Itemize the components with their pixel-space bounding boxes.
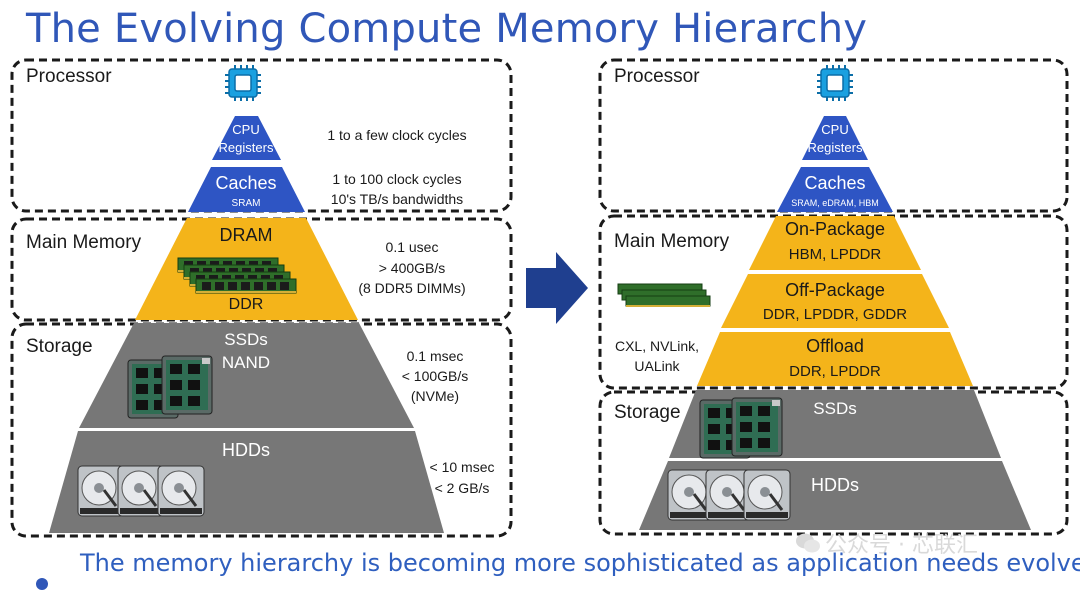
right-tier-caches [777,167,893,212]
right-offload-line2: DDR, LPDDR [789,363,881,380]
right-on-package-line1: On-Package [785,219,885,239]
left-tier-caches [188,167,305,212]
ssd-drive-icon [127,355,213,419]
right-cpu-line1: CPU [821,122,848,137]
left-processor-label: Processor [26,66,112,87]
annotation-cache-bandwidth: 10's TB/s bandwidths [331,191,463,207]
right-main-memory-region [598,214,1069,390]
right-offload-line1: Offload [806,336,864,356]
annotation-ssd-latency: 0.1 msec [407,348,464,364]
watermark: 公众号 · 芯联汇 [795,527,978,559]
wechat-icon [796,533,820,553]
left-dram-line1: DRAM [220,225,273,245]
annotation-cpu-latency: 1 to a few clock cycles [327,127,466,143]
watermark-text: 公众号 · 芯联汇 [825,533,978,558]
right-storage-label: Storage [614,402,681,423]
left-ssd-line2: NAND [222,353,270,372]
interconnect-label-line2: UALink [634,358,680,374]
right-storage-region [598,390,1069,536]
left-storage-region [10,322,513,538]
left-caches-line1: Caches [215,173,276,193]
left-cpu-line1: CPU [232,122,259,137]
right-on-package-line2: HBM, LPDDR [789,246,882,263]
hard-disk-icon [76,464,206,518]
page-title: The Evolving Compute Memory Hierarchy [26,6,868,52]
right-processor-label: Processor [614,66,700,87]
ssd-drive-icon [699,397,783,459]
right-tier-ssd [669,390,1001,458]
right-off-package-line1: Off-Package [785,280,885,300]
left-caches-line2: SRAM [232,198,261,209]
dram-module-icon [177,257,297,294]
bottom-caption: The memory hierarchy is becoming more so… [80,549,1080,577]
cpu-chip-icon [224,64,262,102]
left-tier-dram [135,218,358,320]
right-arrow-icon [526,252,588,324]
annotation-dram-latency: 0.1 usec [386,239,439,255]
left-main-memory-label: Main Memory [26,232,142,253]
right-main-memory-label: Main Memory [614,231,730,252]
right-tier-on-package [749,216,921,270]
left-main-memory-region [10,217,513,322]
right-hdd-line1: HDDs [811,475,859,495]
right-tier-cpu [802,116,868,160]
annotation-ssd-bandwidth: < 100GB/s [402,368,469,384]
left-storage-label: Storage [26,336,93,357]
left-tier-hdd [49,431,444,533]
left-cpu-line2: Registers [219,140,274,155]
left-hdd-line1: HDDs [222,440,270,460]
right-cpu-line2: Registers [808,140,863,155]
right-off-package-line2: DDR, LPDDR, GDDR [763,306,907,323]
annotation-hdd-bandwidth: < 2 GB/s [435,480,490,496]
left-tier-cpu [212,116,281,160]
right-hierarchy: Processor Main Memory Storage CPU Regist… [598,58,1069,536]
dram-module-icon [617,283,711,307]
left-processor-region [10,58,513,213]
cpu-chip-icon [816,64,854,102]
right-tier-hdd [639,461,1031,530]
annotation-hdd-latency: < 10 msec [430,459,495,475]
annotation-ssd-interface: (NVMe) [411,388,459,404]
right-processor-region [598,58,1069,213]
annotation-dram-config: (8 DDR5 DIMMs) [358,280,465,296]
bullet-dot [36,578,48,590]
hard-disk-icon [666,468,792,522]
right-tier-off-package [721,274,949,328]
annotation-cache-latency: 1 to 100 clock cycles [332,171,461,187]
right-caches-line1: Caches [804,173,865,193]
right-caches-line2: SRAM, eDRAM, HBM [791,198,879,208]
annotation-dram-bandwidth: > 400GB/s [379,260,446,276]
left-dram-line2: DDR [229,296,264,313]
left-hierarchy: Processor Main Memory Storage CPU Regist… [10,58,513,538]
left-tier-ssd [79,323,414,428]
left-ssd-line1: SSDs [224,330,267,349]
interconnect-label-line1: CXL, NVLink, [615,338,699,354]
right-tier-offload [697,332,973,386]
right-ssd-line1: SSDs [813,399,856,418]
